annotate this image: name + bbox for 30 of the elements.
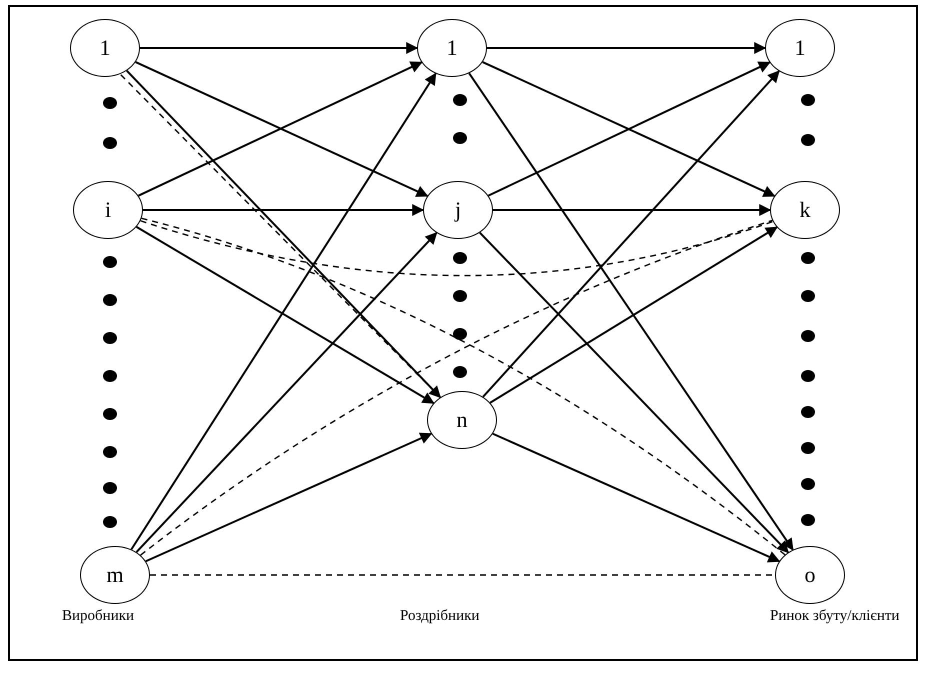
node-label: m xyxy=(106,564,124,586)
arrow xyxy=(140,42,418,54)
arrow xyxy=(143,204,424,216)
node-label: k xyxy=(800,199,810,221)
column-label: Роздрібники xyxy=(400,607,480,626)
arrow xyxy=(492,432,780,562)
node-label: o xyxy=(804,564,816,586)
arrow xyxy=(136,226,435,404)
connector-line xyxy=(150,574,775,576)
connector-line xyxy=(140,220,774,276)
node-ellipse xyxy=(417,19,487,77)
arrow xyxy=(479,232,789,554)
arrow xyxy=(130,72,436,550)
node-ellipse xyxy=(423,181,493,239)
node-label: 1 xyxy=(794,37,806,59)
arrow xyxy=(145,432,432,562)
arrow xyxy=(493,204,772,216)
node-label: j xyxy=(454,199,462,221)
arrow xyxy=(490,226,778,404)
node-label: 1 xyxy=(100,37,110,59)
node-label: n xyxy=(456,409,468,431)
node-label: i xyxy=(104,199,112,221)
arrow xyxy=(136,232,438,553)
arrow xyxy=(468,72,794,551)
arrow xyxy=(487,42,766,54)
column-label: Ринок збуту/клієнти xyxy=(770,607,900,626)
arrow xyxy=(482,70,780,398)
node-label: 1 xyxy=(446,37,458,59)
node-ellipse xyxy=(427,391,497,449)
column-label: Виробники xyxy=(62,607,134,626)
